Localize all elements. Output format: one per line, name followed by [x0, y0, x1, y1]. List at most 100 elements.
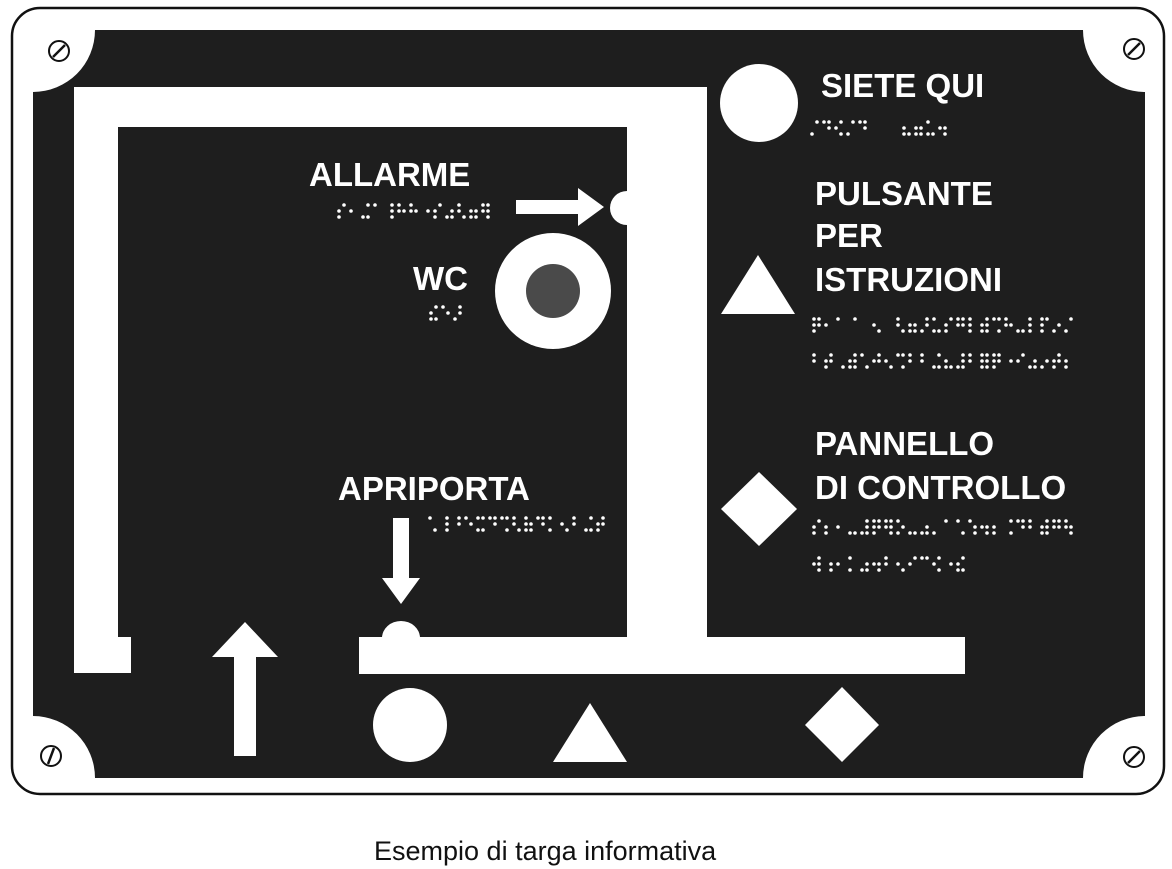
braille-button-row1 — [812, 317, 1073, 333]
braille-dot — [572, 522, 576, 526]
braille-dot — [846, 132, 850, 136]
braille-dot — [1016, 519, 1020, 523]
braille-dot — [1045, 317, 1049, 321]
braille-dot — [469, 209, 473, 213]
braille-dot — [1040, 317, 1044, 321]
braille-dot — [414, 209, 418, 213]
braille-dot — [817, 323, 821, 327]
braille-dot — [524, 522, 528, 526]
braille-dot — [913, 556, 917, 560]
braille-dot — [884, 359, 888, 363]
braille-dot — [956, 323, 960, 327]
braille-dot — [445, 522, 449, 526]
braille-dot — [997, 353, 1001, 357]
braille-dot — [1057, 519, 1061, 523]
braille-dot — [931, 132, 935, 136]
diamond-icon — [721, 472, 797, 546]
circle-icon — [720, 64, 798, 142]
braille-dot — [961, 531, 965, 535]
braille-dot — [446, 311, 450, 315]
braille-dot — [1057, 323, 1061, 327]
braille-dot — [973, 531, 977, 535]
braille-dot — [943, 132, 947, 136]
braille-dot — [848, 531, 852, 535]
braille-dot — [1021, 525, 1025, 529]
braille-dot — [458, 305, 462, 309]
braille-dot — [985, 317, 989, 321]
braille-dot — [829, 562, 833, 566]
braille-dot — [908, 531, 912, 535]
braille-dot — [908, 329, 912, 333]
braille-dot — [409, 209, 413, 213]
wall-left-stub — [74, 637, 131, 673]
braille-dot — [824, 359, 828, 363]
braille-dot — [1004, 323, 1008, 327]
braille-dot — [1004, 317, 1008, 321]
braille-dot — [827, 126, 831, 130]
braille-dot — [968, 353, 972, 357]
braille-dot — [961, 365, 965, 369]
braille-dot — [914, 126, 918, 130]
braille-dot — [829, 568, 833, 572]
braille-dot — [853, 365, 857, 369]
braille-dot — [865, 562, 869, 566]
braille-dot — [1028, 317, 1032, 321]
braille-dot — [824, 531, 828, 535]
braille-dot — [1045, 531, 1049, 535]
braille-dot — [884, 519, 888, 523]
braille-dot — [390, 209, 394, 213]
braille-dot — [865, 519, 869, 523]
braille-dot — [858, 120, 862, 124]
braille-dot — [841, 365, 845, 369]
braille-dot — [1064, 519, 1068, 523]
braille-dot — [938, 126, 942, 130]
braille-dot — [464, 516, 468, 520]
braille-you-are-here — [810, 120, 867, 136]
braille-dot — [1057, 359, 1061, 363]
braille-dot — [1052, 359, 1056, 363]
braille-dot — [829, 353, 833, 357]
braille-dot — [920, 359, 924, 363]
braille-dot — [896, 353, 900, 357]
braille-dot — [505, 528, 509, 532]
braille-dot — [944, 365, 948, 369]
braille-dot — [512, 516, 516, 520]
braille-dot — [956, 519, 960, 523]
braille-dot — [445, 215, 449, 219]
braille-dot — [366, 203, 370, 207]
braille-dot — [1040, 329, 1044, 333]
caption: Esempio di targa informativa — [374, 836, 717, 866]
braille-dot — [817, 317, 821, 321]
door-opener-half-circle — [382, 621, 420, 638]
wc-center — [526, 264, 580, 318]
braille-dot — [462, 215, 466, 219]
braille-dot — [812, 531, 816, 535]
braille-dot — [1052, 365, 1056, 369]
braille-dot — [980, 525, 984, 529]
braille-dot — [458, 311, 462, 315]
braille-dot — [848, 359, 852, 363]
braille-dot — [486, 215, 490, 219]
braille-dot — [457, 203, 461, 207]
braille-dot — [524, 528, 528, 532]
braille-dot — [901, 365, 905, 369]
braille-dot — [839, 132, 843, 136]
braille-dot — [1064, 525, 1068, 529]
braille-dot — [822, 120, 826, 124]
circle-icon — [373, 688, 447, 762]
braille-dot — [985, 359, 989, 363]
braille-dot — [541, 522, 545, 526]
braille-dot — [817, 556, 821, 560]
braille-dot — [810, 132, 814, 136]
braille-dot — [908, 353, 912, 357]
braille-dot — [877, 525, 881, 529]
braille-dot — [937, 568, 941, 572]
braille-dot — [834, 126, 838, 130]
braille-dot — [836, 525, 840, 529]
braille-dot — [877, 329, 881, 333]
braille-dot — [937, 365, 941, 369]
braille-dot — [956, 562, 960, 566]
braille-dot — [980, 359, 984, 363]
braille-dot — [397, 209, 401, 213]
braille-dot — [853, 353, 857, 357]
